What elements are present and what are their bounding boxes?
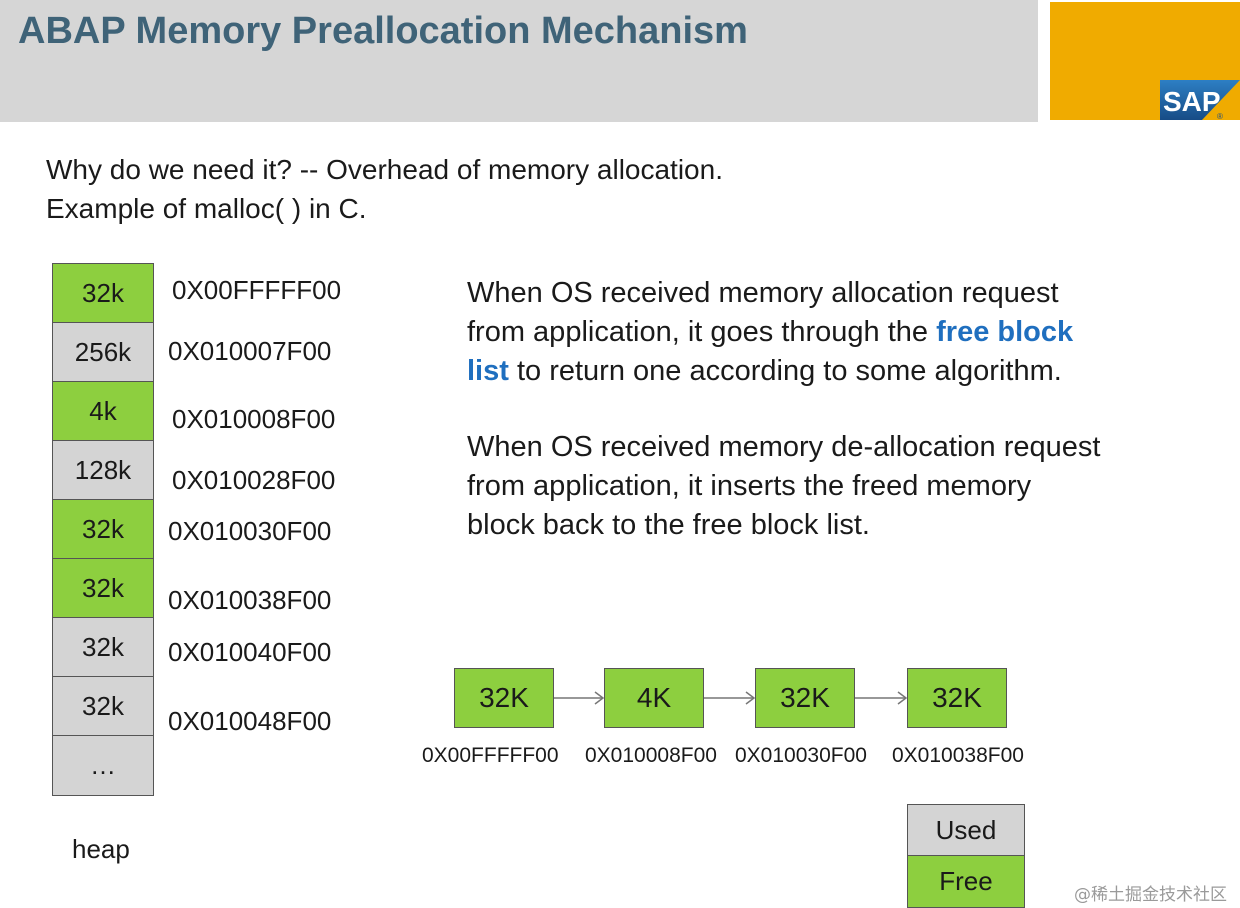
intro-text: Why do we need it? -- Overhead of memory… xyxy=(46,150,723,228)
legend: Used Free xyxy=(907,804,1025,908)
dealloc-line-1: When OS received memory de-allocation re… xyxy=(467,431,1101,463)
alloc-line-3-text: to return one according to some algorith… xyxy=(508,355,1062,387)
alloc-line-2-text: from application, it goes through the xyxy=(467,316,937,348)
heap-address: 0X010008F00 xyxy=(172,404,336,434)
heap-address: 0X010007F00 xyxy=(168,336,332,366)
intro-line-1: Why do we need it? -- Overhead of memory… xyxy=(46,154,723,185)
heap-cell: 32k xyxy=(53,500,153,559)
free-list-address: 0X00FFFFF00 xyxy=(422,744,559,767)
legend-used: Used xyxy=(908,805,1024,856)
list-highlight: list xyxy=(467,355,509,387)
heap-cell: 256k xyxy=(53,323,153,382)
arrow-2-head xyxy=(745,691,756,705)
heap-label: heap xyxy=(72,834,130,864)
heap-address: 0X010030F00 xyxy=(168,516,332,546)
alloc-line-2: from application, it goes through the fr… xyxy=(467,313,1073,352)
heap-address: 0X010048F00 xyxy=(168,706,332,736)
heap-cell: 4k xyxy=(53,382,153,441)
heap-cell: 32k xyxy=(53,618,153,677)
heap-cell: 32k xyxy=(53,677,153,736)
intro-line-2: Example of malloc( ) in C. xyxy=(46,193,367,224)
header-bar xyxy=(0,0,1038,122)
heap-address: 0X00FFFFF00 xyxy=(172,275,342,305)
allocation-paragraph: When OS received memory allocation reque… xyxy=(467,274,1073,391)
free-list-node: 32K xyxy=(755,668,855,728)
arrow-3-head xyxy=(897,691,908,705)
watermark: @稀土掘金技术社区 xyxy=(1074,885,1227,905)
heap-column: 32k 256k 4k 128k 32k 32k 32k 32k … xyxy=(52,263,154,796)
heap-address: 0X010040F00 xyxy=(168,637,332,667)
sap-logo: SAP ® xyxy=(1160,80,1240,120)
svg-text:SAP: SAP xyxy=(1163,86,1221,117)
heap-cell: 128k xyxy=(53,441,153,500)
legend-free: Free xyxy=(908,856,1024,907)
dealloc-line-3: block back to the free block list. xyxy=(467,509,870,541)
slide-title: ABAP Memory Preallocation Mechanism xyxy=(18,10,748,52)
heap-address: 0X010038F00 xyxy=(168,585,332,615)
free-list-address: 0X010008F00 xyxy=(585,744,717,767)
alloc-line-1: When OS received memory allocation reque… xyxy=(467,277,1059,309)
arrow-1-head xyxy=(594,691,605,705)
deallocation-paragraph: When OS received memory de-allocation re… xyxy=(467,428,1100,545)
svg-text:®: ® xyxy=(1217,112,1223,120)
free-list-address: 0X010030F00 xyxy=(735,744,867,767)
free-list-node: 32K xyxy=(454,668,554,728)
free-list-node: 32K xyxy=(907,668,1007,728)
free-list-node: 4K xyxy=(604,668,704,728)
heap-cell: 32k xyxy=(53,264,153,323)
free-list-address: 0X010038F00 xyxy=(892,744,1024,767)
heap-address: 0X010028F00 xyxy=(172,465,336,495)
alloc-line-3: list to return one according to some alg… xyxy=(467,352,1073,391)
heap-cell: … xyxy=(53,736,153,795)
dealloc-line-2: from application, it inserts the freed m… xyxy=(467,470,1032,502)
heap-cell: 32k xyxy=(53,559,153,618)
free-block-highlight: free block xyxy=(936,316,1074,348)
